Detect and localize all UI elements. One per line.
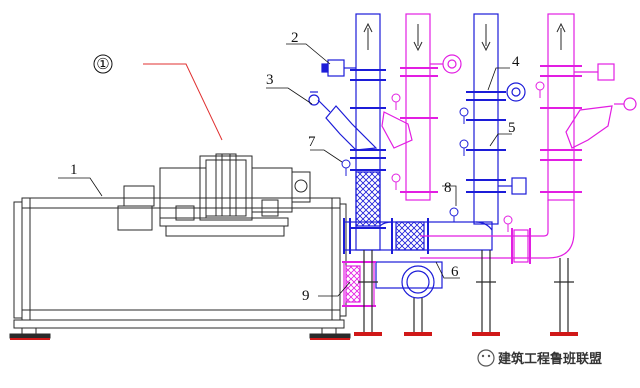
butterfly-valve-icon [430, 54, 462, 74]
callout-5: 5 [508, 120, 516, 136]
callout-9: 9 [302, 288, 310, 304]
chiller-shell [21, 197, 341, 321]
callout-leaders [58, 43, 512, 297]
butterfly-valve-icon [498, 177, 527, 195]
butterfly-valve-icon [321, 59, 356, 77]
chiller-unit [9, 153, 351, 339]
callout-4: 4 [512, 54, 520, 70]
watermark-text: 建筑工程鲁班联盟 [498, 351, 602, 367]
wechat-logo-icon [477, 349, 495, 367]
support-base-plates [10, 332, 578, 340]
butterfly-valve-icon [498, 82, 526, 102]
leader-line-circled [143, 63, 223, 141]
thermometer-icon [391, 81, 545, 232]
flow-arrow-icon [363, 22, 566, 52]
callout-8: 8 [444, 180, 452, 196]
callout-circle [93, 54, 113, 74]
callout-circled-label: ① [96, 57, 109, 73]
callout-2: 2 [291, 30, 299, 46]
pipe-supports [358, 250, 574, 332]
callout-6: 6 [451, 264, 459, 280]
y-strainer-icon [308, 91, 378, 151]
butterfly-valve-icon [574, 63, 615, 81]
callout-3: 3 [266, 72, 274, 88]
magenta-riser-a [405, 13, 431, 201]
y-strainer-icon [381, 111, 413, 149]
callout-7: 7 [308, 134, 316, 150]
magenta-piping [342, 13, 582, 307]
pressure-gauge-icon [341, 107, 469, 222]
y-strainer-icon [565, 97, 637, 149]
callout-1: 1 [70, 162, 78, 178]
watermark: 建筑工程鲁班联盟 [477, 349, 602, 367]
